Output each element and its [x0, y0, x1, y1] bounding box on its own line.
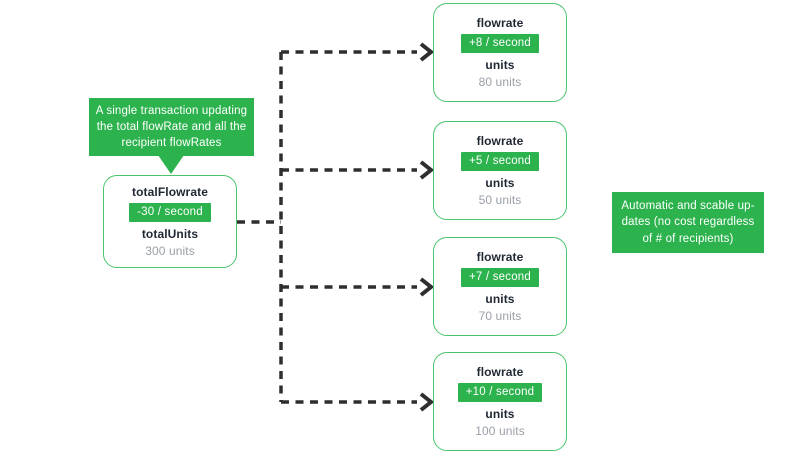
transaction-callout-line: A single transaction updating	[95, 104, 248, 117]
source-flowrate-label: totalFlowrate	[132, 184, 208, 199]
source-flowrate-badge: -30 / second	[129, 203, 211, 223]
scalable-updates-note: Automatic and scable up- dates (no cost …	[612, 192, 764, 253]
arrow-head-icon	[419, 277, 435, 297]
recipient-units-value: 100 units	[475, 423, 525, 438]
recipient-units-value: 70 units	[478, 308, 522, 323]
recipient-flowrate-badge: +8 / second	[461, 34, 539, 54]
recipient-units-label: units	[485, 58, 515, 73]
scalable-updates-note-line: Automatic and scable up-	[621, 200, 755, 212]
scalable-updates-note-line: of # of recipients)	[642, 232, 734, 245]
recipient-units-value: 80 units	[478, 74, 522, 89]
recipient-units-label: units	[485, 292, 515, 307]
arrow-head-icon	[419, 392, 435, 412]
source-units-value: 300 units	[145, 243, 195, 258]
source-node: totalFlowrate -30 / second totalUnits 30…	[103, 175, 237, 268]
recipient-node: flowrate +5 / second units 50 units	[433, 121, 567, 220]
recipient-flowrate-badge: +5 / second	[461, 152, 539, 172]
recipient-flowrate-badge: +7 / second	[461, 268, 539, 288]
recipient-units-label: units	[485, 176, 515, 191]
recipient-flowrate-label: flowrate	[476, 15, 524, 30]
recipient-flowrate-label: flowrate	[476, 249, 524, 264]
arrow-head-icon	[419, 160, 435, 180]
recipient-node: flowrate +7 / second units 70 units	[433, 237, 567, 336]
transaction-callout-line: the total flowRate and all the	[96, 120, 247, 133]
recipient-units-value: 50 units	[478, 192, 522, 207]
source-units-label: totalUnits	[141, 227, 199, 242]
callout-tail-pointer	[158, 155, 184, 174]
recipient-flowrate-label: flowrate	[476, 364, 524, 379]
recipient-node: flowrate +8 / second units 80 units	[433, 3, 567, 102]
transaction-callout-line: recipient flowRates	[121, 137, 222, 150]
scalable-updates-note-line: dates (no cost regardless	[621, 216, 755, 229]
recipient-flowrate-label: flowrate	[476, 133, 524, 148]
recipient-flowrate-badge: +10 / second	[457, 383, 543, 403]
recipient-units-label: units	[485, 407, 515, 422]
transaction-callout: A single transaction updating the total …	[89, 98, 254, 174]
recipient-node: flowrate +10 / second units 100 units	[433, 352, 567, 451]
arrow-head-icon	[419, 42, 435, 62]
